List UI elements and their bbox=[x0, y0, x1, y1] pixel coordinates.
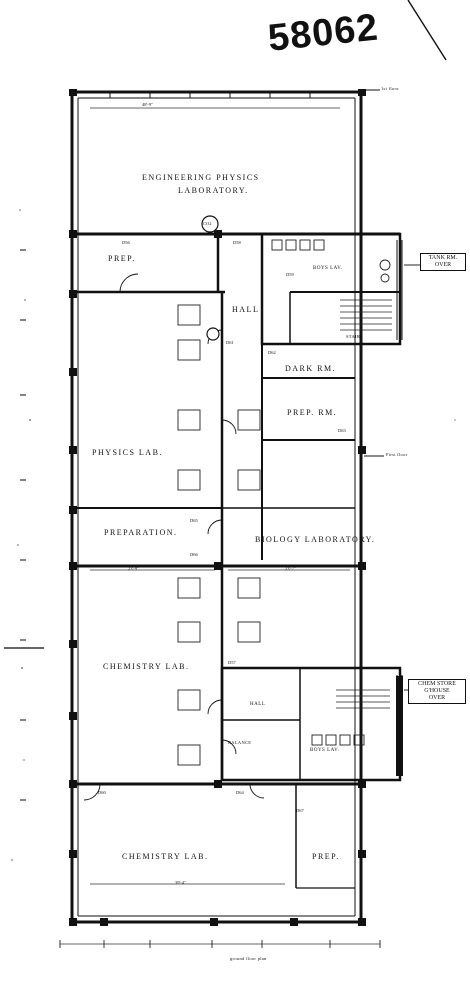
room-label-biology-lab: BIOLOGY LABORATORY. bbox=[255, 535, 376, 544]
room-label-prep-rm: PREP. RM. bbox=[287, 408, 338, 417]
room-label-balance: BALANCE bbox=[228, 740, 252, 745]
door-tag: D61 bbox=[226, 340, 234, 345]
door-tag: D64 bbox=[236, 790, 244, 795]
leader-lines bbox=[362, 89, 420, 691]
tank-room-note: TANK RM. OVER bbox=[420, 253, 466, 271]
margin-ticks bbox=[4, 249, 44, 801]
chem-store-note: CHEM STORE G'HOUSE OVER bbox=[408, 679, 466, 704]
lab-benches bbox=[177, 304, 261, 766]
chem-store-line-1: CHEM STORE bbox=[418, 681, 456, 687]
tank-room-line-2: OVER bbox=[434, 262, 452, 268]
door-tag: D56 bbox=[122, 240, 130, 245]
bottom-dim-ticks bbox=[59, 940, 381, 948]
door-tag: D62 bbox=[268, 350, 276, 355]
room-label-eng-physics-2: LABORATORY. bbox=[178, 186, 249, 195]
room-label-prep-lower: PREP. bbox=[312, 852, 340, 861]
door-tag: D65 bbox=[190, 518, 198, 523]
room-label-boys-lav-lower: BOYS LAV. bbox=[310, 748, 340, 753]
ground-floor-caption: ground floor plan bbox=[230, 956, 267, 961]
room-label-physics-lab: PHYSICS LAB. bbox=[92, 448, 163, 457]
stair-treads bbox=[336, 299, 392, 709]
room-label-dark-rm: DARK RM. bbox=[285, 364, 337, 373]
room-label-eng-physics-1: ENGINEERING PHYSICS bbox=[142, 173, 260, 182]
door-tag: D66 bbox=[190, 552, 198, 557]
top-window-marks bbox=[109, 92, 311, 98]
co2-label: CO2 bbox=[203, 221, 212, 226]
tank-room-line-1: TANK RM. bbox=[428, 255, 458, 261]
dimension-lines bbox=[60, 107, 380, 945]
room-label-boys-lav-top: BOYS LAV. bbox=[313, 266, 343, 271]
annex-wall-solid bbox=[396, 676, 403, 776]
room-label-hall: HALL bbox=[232, 305, 260, 314]
door-tag: D63 bbox=[338, 428, 346, 433]
dim-mid-left: 23'-9" bbox=[128, 566, 139, 571]
stairs-label: STAIRS bbox=[346, 334, 363, 339]
chem-store-line-2: G'HOUSE bbox=[424, 688, 450, 694]
dim-mid-right: 23'-7" bbox=[285, 566, 296, 571]
lav-fixtures bbox=[271, 239, 391, 746]
room-label-hall-lower: HALL bbox=[250, 702, 266, 707]
dim-eng-physics: 48'-9" bbox=[142, 102, 153, 107]
room-label-prep-top: PREP. bbox=[108, 254, 136, 263]
door-tag: D59 bbox=[286, 272, 294, 277]
dim-chem: 39'-4" bbox=[175, 880, 186, 885]
first-floor-note-top: 1st floor bbox=[381, 86, 399, 91]
first-floor-note-mid: First floor bbox=[386, 452, 408, 457]
room-label-chemistry-lab-upper: CHEMISTRY LAB. bbox=[103, 662, 190, 671]
interior-walls bbox=[72, 232, 402, 889]
door-tag: D58 bbox=[233, 240, 241, 245]
door-tag: D60 bbox=[98, 790, 106, 795]
door-tag: D57 bbox=[228, 660, 236, 665]
door-swings bbox=[83, 273, 265, 801]
co2-markers bbox=[201, 215, 220, 341]
room-label-chemistry-lab-lower: CHEMISTRY LAB. bbox=[122, 852, 209, 861]
room-label-preparation: PREPARATION. bbox=[104, 528, 178, 537]
sheet-diagonal bbox=[407, 0, 447, 61]
door-tag: D67 bbox=[296, 808, 304, 813]
chem-store-line-3: OVER bbox=[428, 695, 446, 701]
